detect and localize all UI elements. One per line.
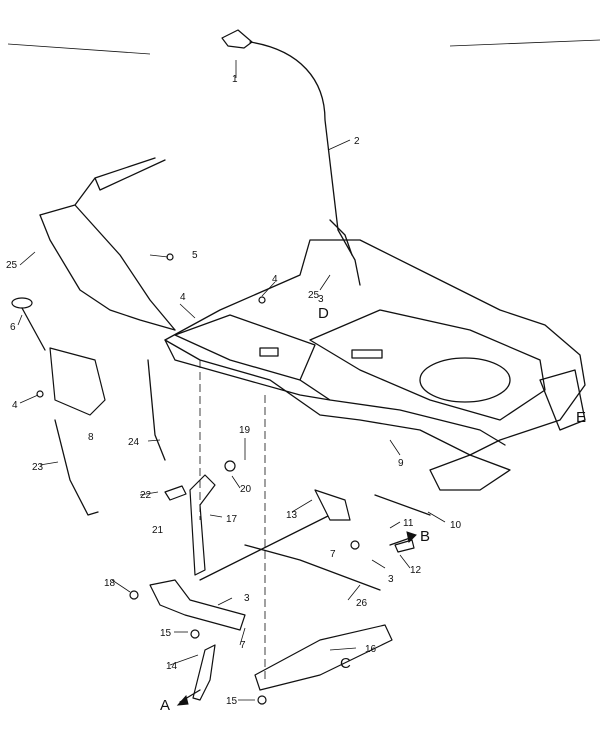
callout-4: 4 xyxy=(272,274,278,285)
callout-19: 19 xyxy=(239,425,251,436)
callout-14: 14 xyxy=(166,661,178,672)
callout-8: 8 xyxy=(88,432,94,443)
callout-1: 1 xyxy=(232,74,238,85)
arrow-b-head xyxy=(406,531,417,544)
pin-12 xyxy=(394,539,415,553)
callout-15b: 15 xyxy=(226,696,238,707)
rod-13 xyxy=(199,514,331,581)
washer-15b xyxy=(257,695,267,705)
callout-21: 21 xyxy=(152,525,164,536)
arrow-b xyxy=(389,537,411,546)
letter-c: C xyxy=(340,655,351,672)
background-line xyxy=(449,39,601,47)
letter-a: A xyxy=(160,697,170,714)
callout-24: 24 xyxy=(128,437,140,448)
callout-11: 11 xyxy=(403,518,414,529)
frame-front xyxy=(164,339,331,401)
bracket-13 xyxy=(314,489,351,521)
lift-rod-lower xyxy=(329,219,353,256)
nut-18 xyxy=(129,590,139,600)
spring-26 xyxy=(244,544,381,591)
callout-4b: 4 xyxy=(12,400,18,411)
callout-10: 10 xyxy=(450,520,462,531)
frame-slot xyxy=(351,349,383,359)
callout-3: 3 xyxy=(244,593,250,604)
letter-e: E xyxy=(576,409,586,426)
letter-d: D xyxy=(318,305,329,322)
background-line xyxy=(7,43,151,55)
callout-6: 6 xyxy=(10,322,16,333)
letter-labels: A B C D E xyxy=(160,305,586,714)
callout-25: 25 xyxy=(6,260,18,271)
callout-25b: 25 xyxy=(308,290,320,301)
callout-17: 17 xyxy=(226,514,238,525)
frame-rear xyxy=(309,309,546,421)
frame-slot xyxy=(259,347,279,357)
rear-bracket-arm xyxy=(429,454,511,491)
callout-7: 7 xyxy=(330,549,336,560)
washer-15 xyxy=(190,629,200,639)
callout-22: 22 xyxy=(140,490,152,501)
lift-rod xyxy=(249,41,361,286)
callout-2: 2 xyxy=(354,136,360,147)
hood xyxy=(39,157,176,331)
washer-7 xyxy=(350,540,360,550)
bolt-4b xyxy=(36,390,44,398)
frame-side-rail xyxy=(299,379,506,446)
knob xyxy=(221,29,253,49)
pedal-shaft xyxy=(21,307,46,351)
callout-13: 13 xyxy=(286,510,298,521)
pedal-bracket xyxy=(49,347,106,416)
spring-10 xyxy=(374,494,431,516)
callout-4c: 4 xyxy=(180,292,186,303)
callout-20: 20 xyxy=(240,484,252,495)
link-plate xyxy=(149,579,246,631)
callout-3b: 3 xyxy=(388,574,394,585)
rod-23 xyxy=(54,419,99,516)
bushing-20 xyxy=(224,460,236,472)
arrow-a-head xyxy=(176,694,189,706)
callout-5: 5 xyxy=(192,250,198,261)
frame-top-panel xyxy=(174,314,316,381)
hood-side xyxy=(39,214,176,331)
callout-15: 15 xyxy=(160,628,172,639)
letter-b: B xyxy=(420,528,430,545)
bushing-22 xyxy=(164,485,187,501)
callout-23: 23 xyxy=(32,462,44,473)
arm-21 xyxy=(189,474,216,576)
leader-lines xyxy=(17,60,446,701)
callout-labels: 1 2 3 3 3 4 4 4 5 6 7 7 8 9 10 11 12 13 … xyxy=(6,74,462,707)
plate-16 xyxy=(254,624,393,691)
callout-3c: 3 xyxy=(318,294,324,305)
callout-9: 9 xyxy=(398,458,404,469)
callout-26: 26 xyxy=(356,598,368,609)
frame-seat-opening xyxy=(419,357,511,403)
bolt-4 xyxy=(258,296,266,304)
callout-18: 18 xyxy=(104,578,116,589)
callout-16: 16 xyxy=(365,644,377,655)
callout-7b: 7 xyxy=(240,640,246,651)
frame xyxy=(164,239,586,456)
callout-12: 12 xyxy=(410,565,422,576)
rear-bracket xyxy=(539,369,586,431)
pedal xyxy=(11,297,33,309)
lever-14 xyxy=(192,644,216,701)
rod-24 xyxy=(147,359,166,461)
